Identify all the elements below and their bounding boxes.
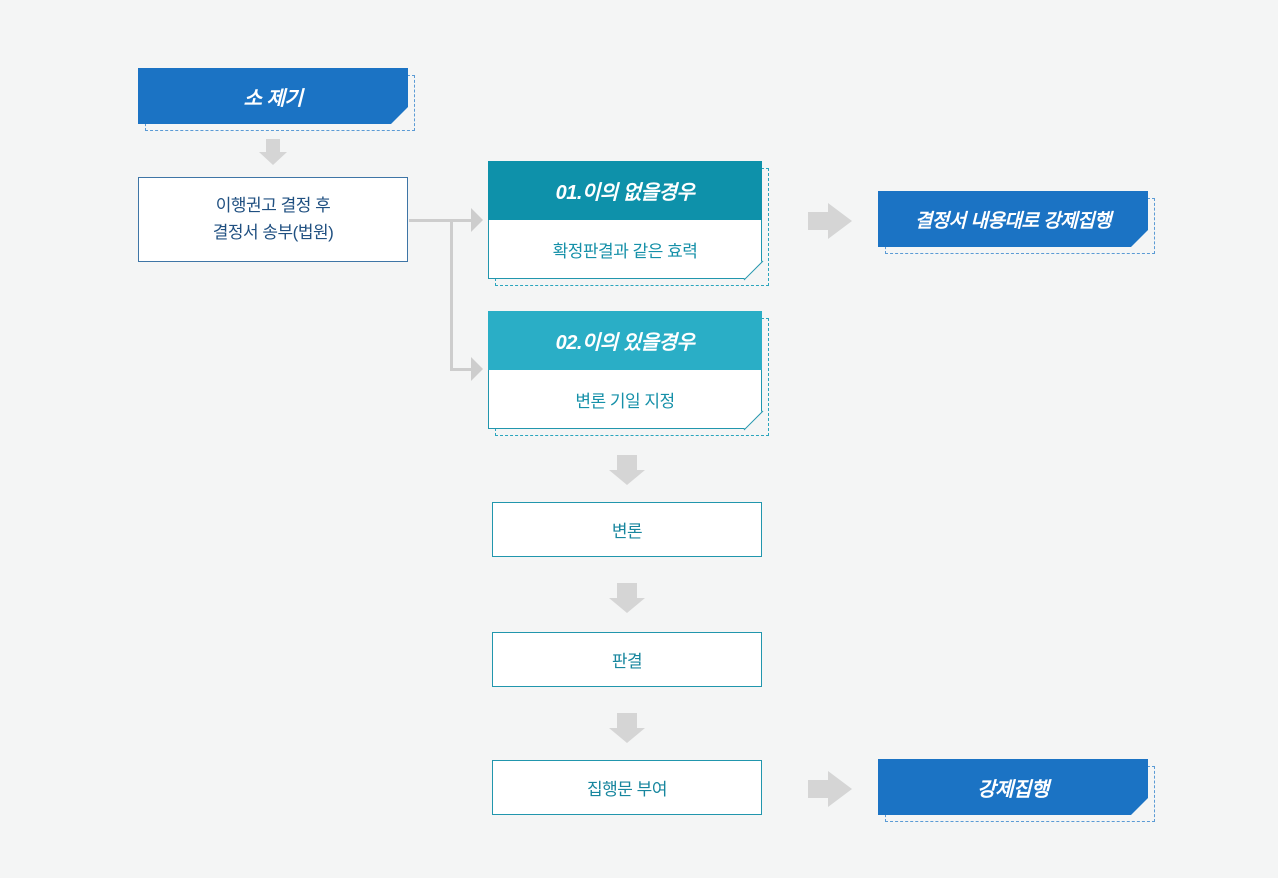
enforcement-per-decision-label: 결정서 내용대로 강제집행 (914, 210, 1112, 232)
compulsory-execution-label: 강제집행 (977, 778, 1049, 801)
down-arrow-icon (609, 583, 645, 613)
case1-body: 확정판결과 같은 효력 (488, 220, 762, 279)
connector-line (409, 219, 471, 222)
lawsuit-filing-label: 소 제기 (243, 87, 303, 110)
compulsory-execution-banner: 강제집행 (878, 759, 1155, 822)
connector-arrowhead-icon (471, 208, 483, 232)
case-objection-box: 02.이의 있을경우 변론 기일 지정 (488, 311, 769, 436)
down-arrow-icon (259, 139, 287, 165)
step-judgment-box: 판결 (492, 632, 762, 687)
enforcement-per-decision-banner: 결정서 내용대로 강제집행 (878, 191, 1155, 254)
right-arrow-icon (808, 203, 852, 239)
recommendation-line2: 결정서 송부(법원) (212, 222, 334, 242)
step-pleading-label: 변론 (611, 522, 643, 541)
lawsuit-filing-banner: 소 제기 (138, 68, 415, 131)
step-execution-clause-label: 집행문 부여 (587, 780, 667, 799)
recommendation-line1: 이행권고 결정 후 (215, 196, 331, 216)
right-arrow-icon (808, 771, 852, 807)
connector-line (450, 368, 471, 371)
down-arrow-icon (609, 455, 645, 485)
connector-arrowhead-icon (471, 357, 483, 381)
down-arrow-icon (609, 713, 645, 743)
case2-title: 02.이의 있을경우 (488, 311, 762, 370)
step-judgment-label: 판결 (611, 652, 643, 671)
recommendation-decision-box: 이행권고 결정 후 결정서 송부(법원) (138, 177, 408, 262)
step-execution-clause-box: 집행문 부여 (492, 760, 762, 815)
connector-line (450, 219, 453, 370)
case1-title: 01.이의 없을경우 (488, 161, 762, 220)
step-pleading-box: 변론 (492, 502, 762, 557)
case2-body: 변론 기일 지정 (488, 370, 762, 429)
case-no-objection-box: 01.이의 없을경우 확정판결과 같은 효력 (488, 161, 769, 286)
